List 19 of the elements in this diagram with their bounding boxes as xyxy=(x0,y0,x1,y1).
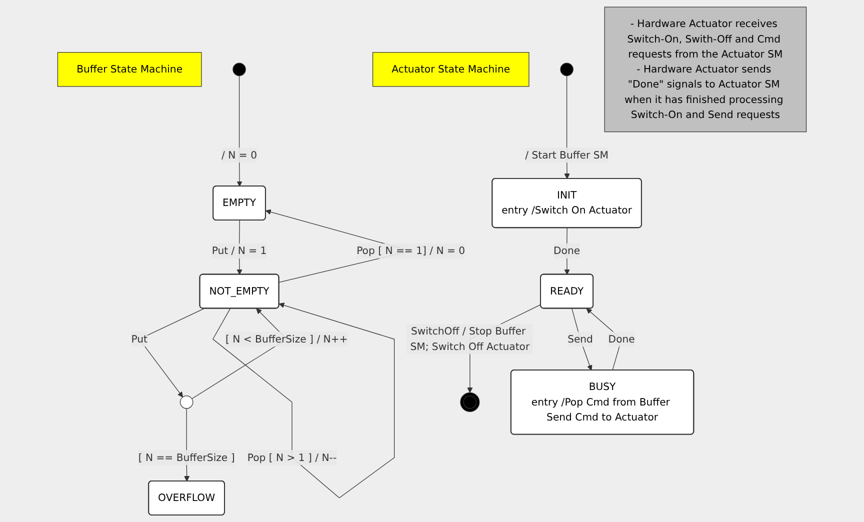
edge-label: Done xyxy=(608,332,635,345)
node-circle xyxy=(460,392,480,412)
edge-label: Done xyxy=(554,244,580,257)
edge-label: / N = 0 xyxy=(222,148,257,161)
edge-label: Put / N = 1 xyxy=(212,244,267,257)
node-circle xyxy=(180,396,194,409)
node-circle xyxy=(560,62,574,76)
edge-label: [ N == BufferSize ] xyxy=(138,451,235,464)
node-box: Actuator State Machine xyxy=(372,52,530,87)
edge-label: Put xyxy=(131,332,148,345)
edge-label: SwitchOff / Stop Buffer SM; Switch Off Actuator xyxy=(410,325,530,352)
edge-label: / Start Buffer SM xyxy=(525,148,608,161)
edge-label: Pop [ N == 1] / N = 0 xyxy=(356,244,466,257)
edge-label: [ N < BufferSize ] / N++ xyxy=(226,332,348,345)
node-circle xyxy=(232,62,246,76)
edge-label: Pop [ N > 1 ] / N-- xyxy=(247,451,337,464)
node-box: - Hardware Actuator receives Switch-On, Swith-Off and Cmd requests from the Actuator SM - Hardware Actuator sends "Done" signals to Actuator SM when it has finished processing Switch-On and Send requests xyxy=(604,6,807,132)
edge-label: Send xyxy=(568,332,593,345)
node-box: Buffer State Machine xyxy=(57,52,202,87)
